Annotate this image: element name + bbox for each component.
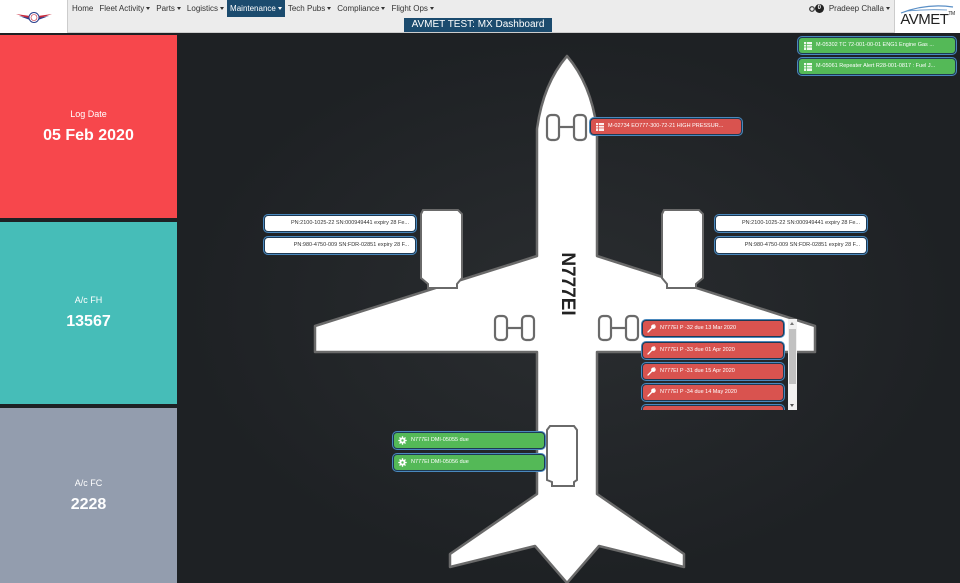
main-nav: Home Fleet Activity Parts Logistics Main… xyxy=(69,0,437,17)
tile-value: 05 Feb 2020 xyxy=(43,126,134,144)
ac-fc-tile: A/c FC 2228 xyxy=(0,408,177,583)
left-engine[interactable] xyxy=(420,209,463,289)
nose-gear-alert[interactable]: M-02734 EO777-300-72-21 HIGH PRESSUR... xyxy=(591,119,741,134)
gear-icon xyxy=(398,458,407,467)
apu[interactable] xyxy=(546,425,578,487)
caret-down-icon xyxy=(381,7,386,11)
avmet-logo: AVMETTM xyxy=(894,0,960,33)
right-engine-part-alert[interactable]: PN:2100-1025-22 SN:000949441 expiry 28 F… xyxy=(716,216,866,231)
notification-count-badge: 0 xyxy=(814,4,824,13)
caret-down-icon xyxy=(277,7,282,11)
gear-icon xyxy=(398,436,407,445)
caret-down-icon xyxy=(886,7,890,11)
list-icon xyxy=(803,62,812,71)
aircraft-diagram: N777EI M-05302 TC 72-001-00-01 ENG1 Engi… xyxy=(181,34,960,583)
right-engine-part-alert[interactable]: PN:980-4750-009 SN:FDR-02851 expiry 28 F… xyxy=(716,238,866,253)
user-area: 0 Pradeep Challa xyxy=(808,0,890,17)
top-navbar: Home Fleet Activity Parts Logistics Main… xyxy=(0,0,960,33)
nav-flight-ops[interactable]: Flight Ops xyxy=(388,0,436,17)
nav-fleet-activity[interactable]: Fleet Activity xyxy=(96,0,153,17)
left-engine-part-alert[interactable]: PN:980-4750-009 SN:FDR-02851 expiry 28 F… xyxy=(265,238,415,253)
nav-parts[interactable]: Parts xyxy=(153,0,184,17)
fuselage-wings xyxy=(313,54,817,583)
aircraft-registration: N777EI xyxy=(557,252,578,316)
alert-pill[interactable]: N777EI P -32 due 13 Mar 2020 xyxy=(643,321,783,336)
list-icon xyxy=(595,122,604,131)
user-menu[interactable]: Pradeep Challa xyxy=(829,4,890,13)
caret-down-icon xyxy=(327,7,332,11)
nav-logistics[interactable]: Logistics xyxy=(184,0,227,17)
right-main-gear-icon[interactable] xyxy=(597,314,640,342)
apu-alert[interactable]: N777EI DMI-05056 due xyxy=(394,455,544,470)
caret-down-icon xyxy=(176,7,181,11)
nose-gear-icon[interactable] xyxy=(545,113,588,142)
left-engine-part-alert[interactable]: PN:2100-1025-22 SN:000949441 expiry 28 F… xyxy=(265,216,415,231)
alert-pill[interactable]: N777EI P -33 due 01 Apr 2020 xyxy=(643,343,783,358)
winged-logo-icon xyxy=(15,11,52,23)
caret-down-icon xyxy=(146,7,151,11)
list-icon xyxy=(803,41,812,50)
log-date-tile: Log Date 05 Feb 2020 xyxy=(0,35,177,218)
wrench-icon xyxy=(647,388,656,397)
wrench-icon xyxy=(647,324,656,333)
link-icon xyxy=(808,5,815,12)
wrench-icon xyxy=(647,346,656,355)
scroll-up-arrow-icon[interactable] xyxy=(790,322,794,325)
nav-maintenance[interactable]: Maintenance xyxy=(227,0,285,17)
ac-fh-tile: A/c FH 13567 xyxy=(0,222,177,404)
right-engine[interactable] xyxy=(661,209,704,289)
aircraft-silhouette xyxy=(313,54,817,583)
scroll-thumb[interactable] xyxy=(789,329,796,384)
scroll-down-arrow-icon[interactable] xyxy=(790,404,794,407)
alert-pill[interactable]: M-05302 TC 72-001-00-01 ENG1 Engine Gas … xyxy=(799,38,955,53)
page-title: AVMET TEST: MX Dashboard xyxy=(404,18,552,32)
swoosh-icon xyxy=(900,5,954,14)
tile-value: 2228 xyxy=(70,495,107,513)
apu-alert[interactable]: N777EI DMI-05055 due xyxy=(394,433,544,448)
left-main-gear-icon[interactable] xyxy=(493,314,536,342)
right-gear-alert-list[interactable]: N777EI P -32 due 13 Mar 2020 N777EI P -3… xyxy=(639,318,799,410)
alert-pill[interactable]: N777EI P -31 due 15 Apr 2020 xyxy=(643,364,783,379)
nav-tech-pubs[interactable]: Tech Pubs xyxy=(285,0,334,17)
company-logo[interactable] xyxy=(0,0,68,33)
nav-compliance[interactable]: Compliance xyxy=(334,0,388,17)
caret-down-icon xyxy=(220,7,225,11)
tile-label: A/c FC xyxy=(74,477,103,488)
alert-list-scrollbar[interactable] xyxy=(788,319,797,410)
tile-label: Log Date xyxy=(70,108,107,119)
notifications-button[interactable]: 0 xyxy=(808,4,824,13)
tile-label: A/c FH xyxy=(74,295,103,305)
tile-value: 13567 xyxy=(66,313,111,330)
alert-pill[interactable]: M-05061 Repeater Alert R28-001-0817 : Fu… xyxy=(799,59,955,74)
nav-home[interactable]: Home xyxy=(72,4,94,13)
alert-pill-partial[interactable] xyxy=(643,406,783,410)
wrench-icon xyxy=(647,367,656,376)
alert-pill[interactable]: N777EI P -34 due 14 May 2020 xyxy=(643,385,783,400)
caret-down-icon xyxy=(429,7,434,11)
